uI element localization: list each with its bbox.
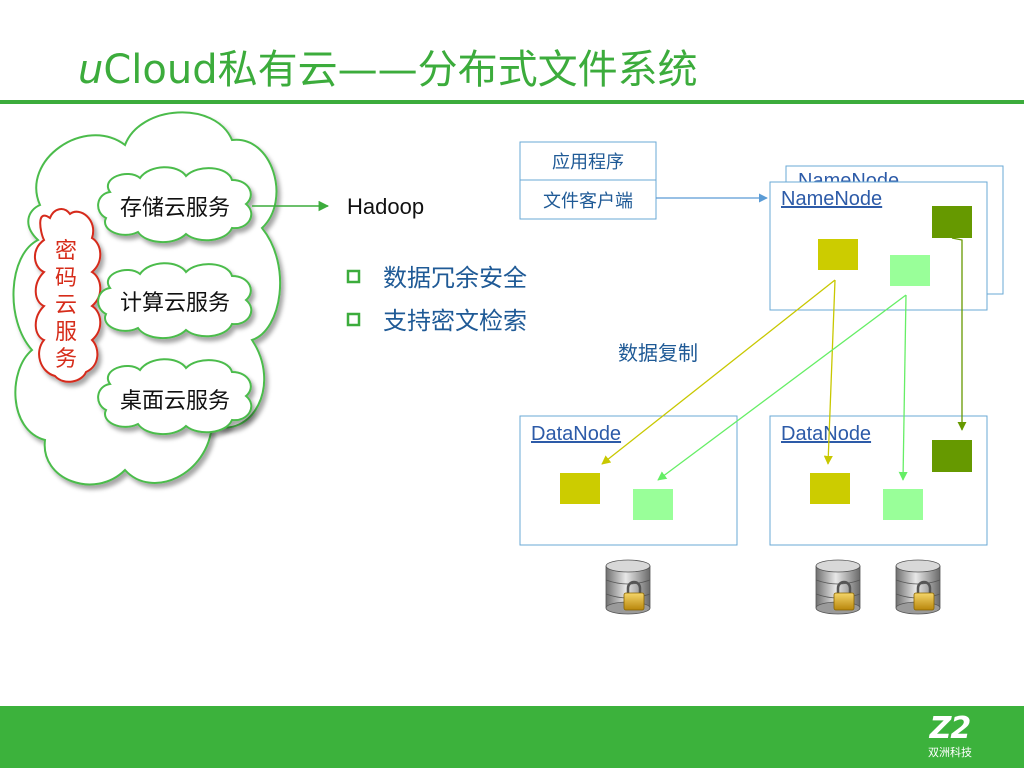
compute-cloud-bubble (97, 262, 253, 339)
bullet-square-icon (346, 312, 361, 327)
replication-arrow (898, 294, 908, 481)
database-lock-icon (815, 559, 861, 615)
replication-arrow (657, 294, 907, 481)
replication-label: 数据复制 (618, 341, 698, 365)
datanode-left-block-yellow (560, 473, 600, 504)
crypto-label-char: 服 (55, 320, 77, 345)
bullet-text: 数据冗余安全 (383, 264, 527, 292)
crypto-label-char: 码 (55, 266, 77, 291)
footer-bar (0, 706, 1024, 768)
logo-mark: Z2 (929, 711, 972, 746)
hadoop-label: Hadoop (347, 194, 424, 219)
compute-service-label: 计算云服务 (120, 291, 230, 316)
file-client-label: 文件客户端 (543, 191, 633, 212)
page-title: uCloud私有云——分布式文件系统 (78, 40, 698, 100)
namenode-block-yellow (818, 239, 858, 270)
file-client-box (519, 179, 657, 220)
datanode-box-left (519, 415, 738, 546)
desktop-service-label: 桌面云服务 (120, 389, 230, 414)
datanode-right-block-yellow (810, 473, 850, 504)
datanode-right-block-dark-green (932, 440, 972, 472)
architecture-diagram: 密 码 云 服 务 存储云服务 计算云服务 桌面云服务 Hadoop 数据冗余安… (12, 111, 1004, 615)
crypto-label-char: 务 (55, 347, 77, 372)
namenode-block-dark-green (932, 206, 972, 238)
bullet-square-icon (346, 269, 361, 284)
application-box (519, 141, 657, 181)
company-logo: Z2 双洲科技 (918, 712, 982, 762)
replication-arrow (951, 237, 967, 431)
namenode-block-light-green (890, 255, 930, 286)
logo-text: 双洲科技 (928, 746, 972, 759)
storage-cloud-bubble (97, 166, 253, 243)
namenode-box (769, 181, 988, 311)
crypto-cloud-bubble (34, 208, 102, 383)
title-prefix: u (78, 47, 104, 93)
title-rule (0, 100, 1024, 104)
database-lock-icon (605, 559, 651, 615)
replication-arrow (823, 279, 836, 465)
datanode-box-right (769, 415, 988, 546)
bullet-text: 支持密文检索 (383, 307, 527, 335)
replication-arrow (601, 279, 836, 465)
datanode-label-left: DataNode (531, 423, 621, 445)
database-lock-icon (895, 559, 941, 615)
crypto-label-char: 云 (55, 293, 77, 318)
datanode-right-block-light-green (883, 489, 923, 520)
application-label: 应用程序 (552, 152, 624, 173)
datanode-left-block-light-green (633, 489, 673, 520)
crypto-label-char: 密 (55, 239, 77, 264)
datanode-label-right: DataNode (781, 423, 871, 445)
namenode-label: NameNode (781, 188, 882, 210)
title-main: Cloud私有云——分布式文件系统 (103, 47, 698, 93)
desktop-cloud-bubble (97, 358, 253, 435)
storage-service-label: 存储云服务 (120, 196, 230, 221)
